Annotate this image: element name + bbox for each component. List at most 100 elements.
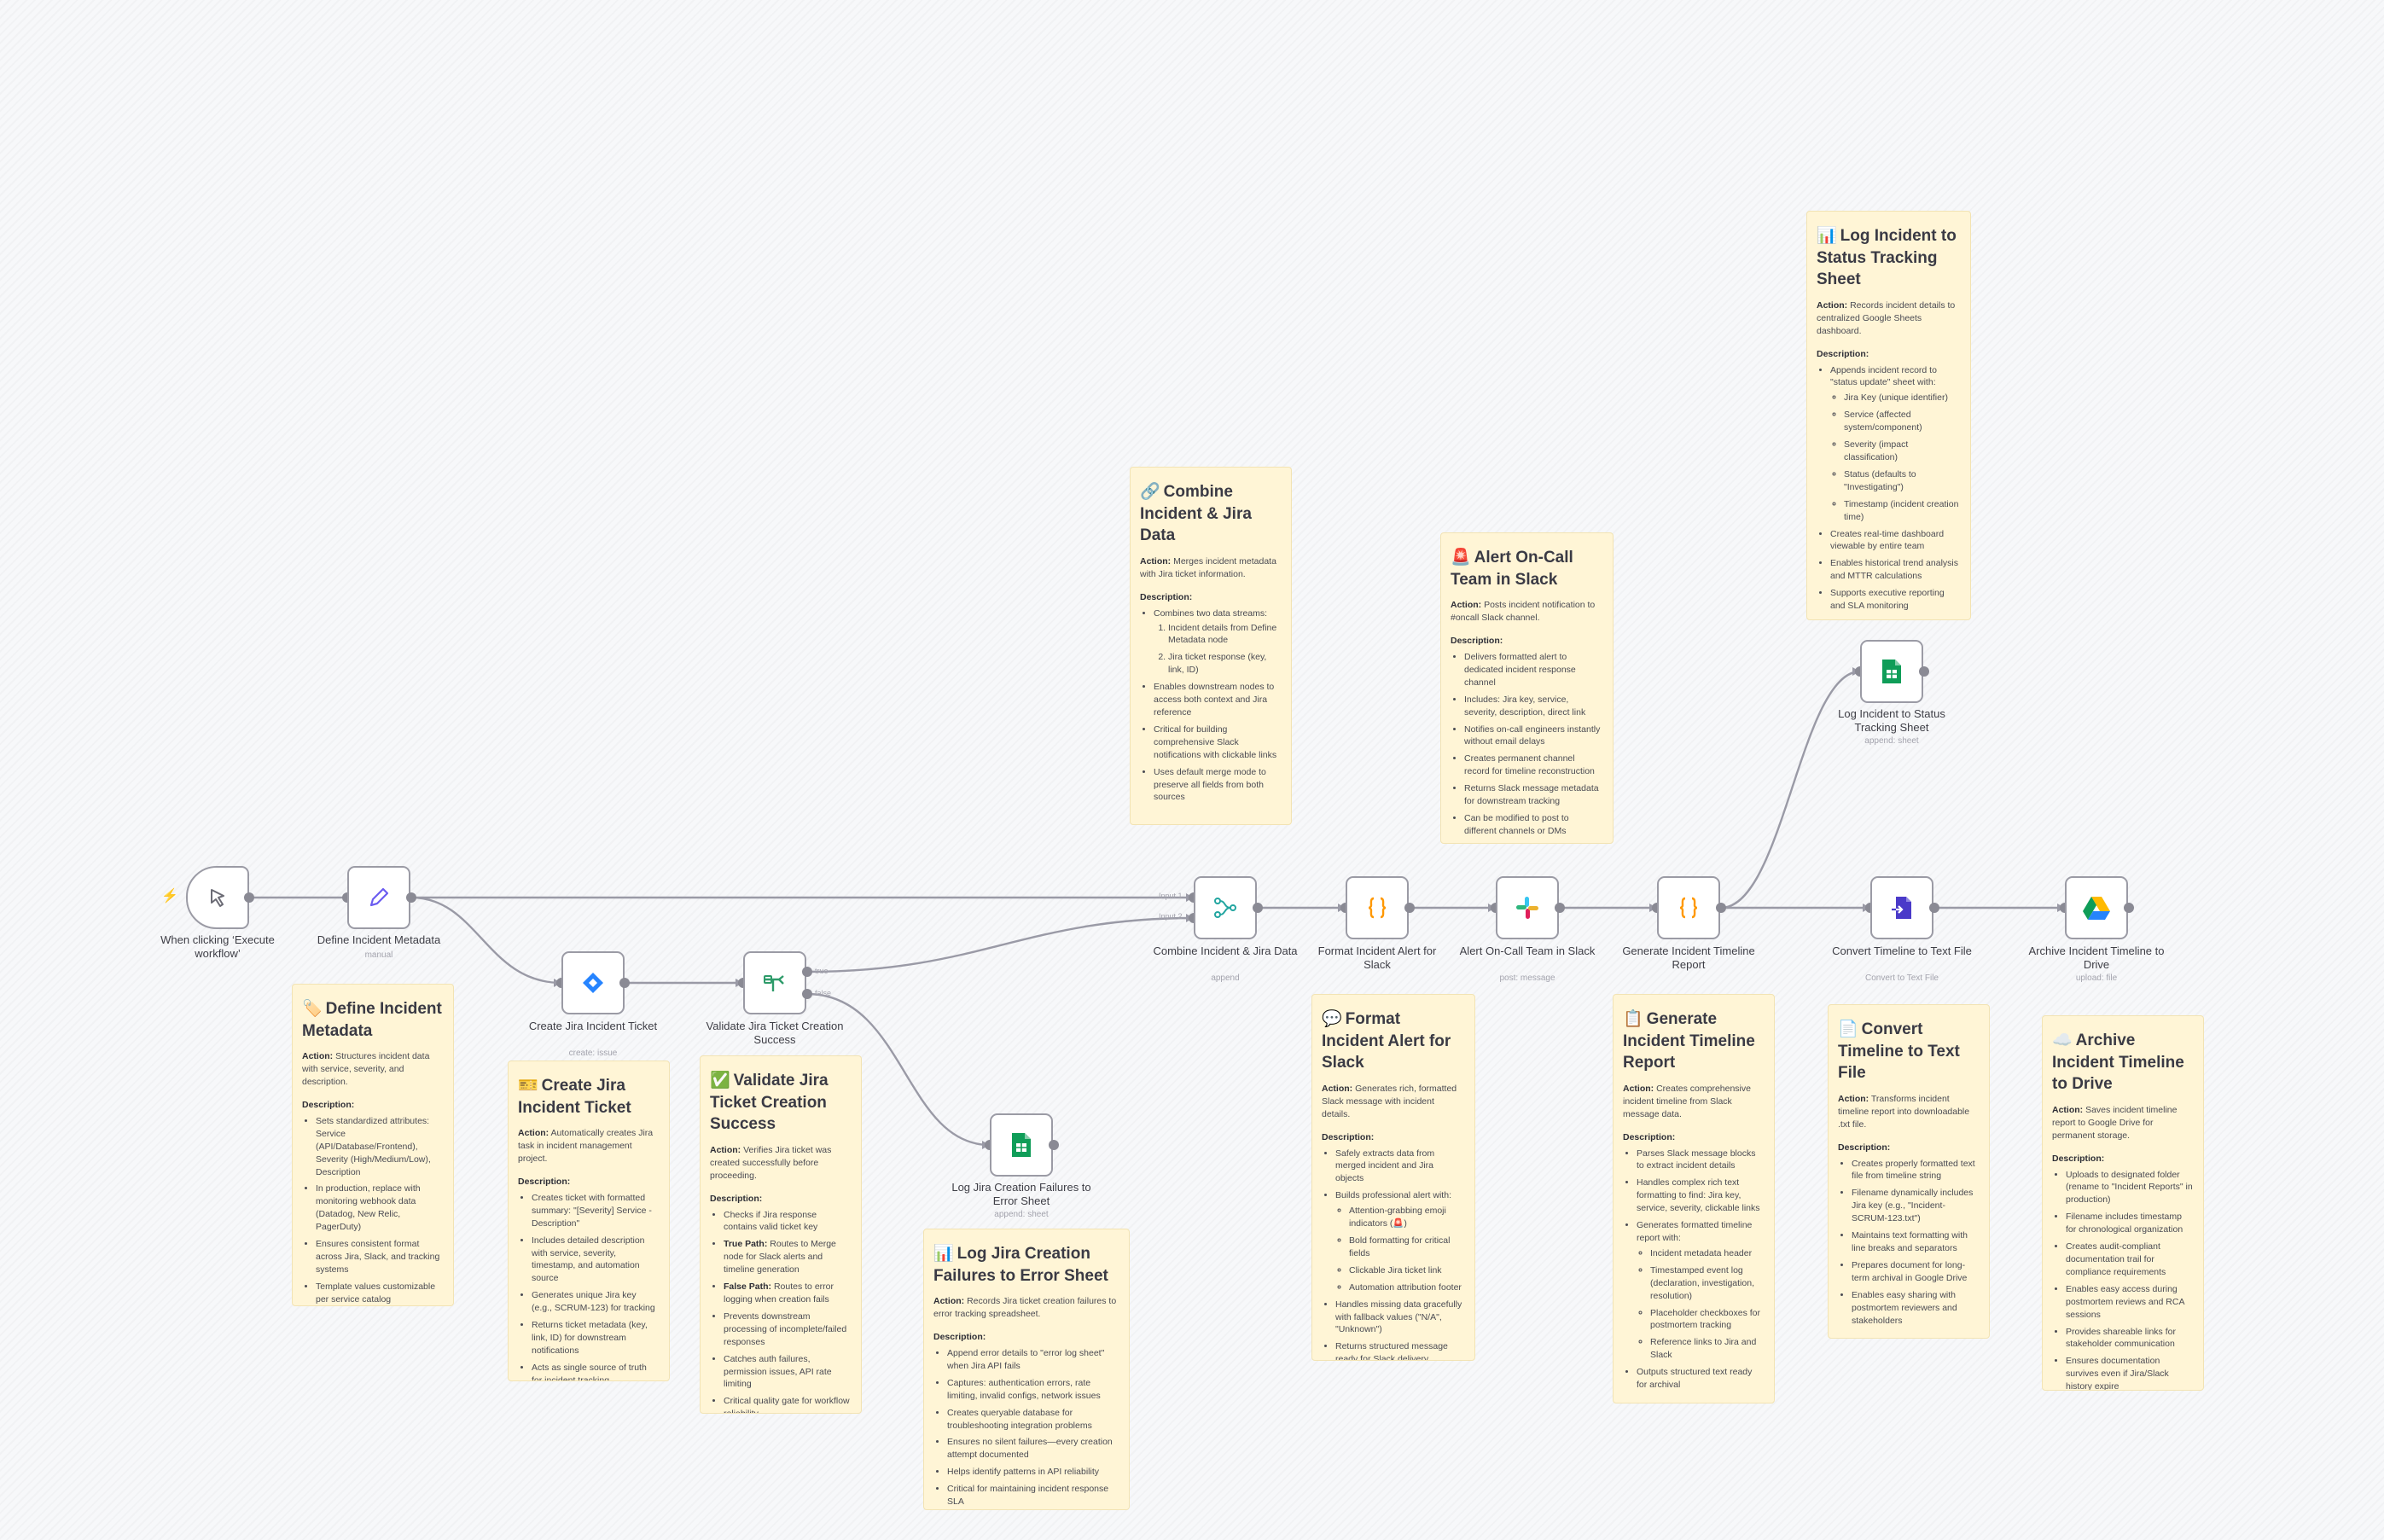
node-combine-data[interactable] [1194,876,1257,939]
output-handle[interactable] [1253,903,1263,913]
note-list: Creates properly formatted text file fro… [1838,1158,1979,1328]
output-handle[interactable] [1919,666,1929,677]
output-handle-false[interactable] [802,989,812,999]
list-item: Combines two data streams: Incident deta… [1154,607,1281,677]
node-manual-trigger[interactable] [186,866,249,929]
node-define-metadata[interactable] [347,866,410,929]
output-handle[interactable] [244,892,254,903]
list-item: Catches auth failures, permission issues… [724,1353,851,1392]
sticky-note-combine[interactable]: 🔗Combine Incident & Jira Data Action: Me… [1130,467,1292,825]
google-drive-icon [2083,897,2110,920]
list-item: Automation attribution footer [1349,1281,1464,1294]
list-item: Generates formatted timeline report with… [1637,1219,1764,1362]
note-list: Combines two data streams: Incident deta… [1140,607,1281,805]
output-handle[interactable] [1404,903,1415,913]
node-archive-drive[interactable] [2065,876,2128,939]
list-item: Reference links to Jira and Slack [1650,1336,1764,1362]
note-list: Safely extracts data from merged inciden… [1322,1148,1464,1360]
sticky-note-log-error[interactable]: 📊Log Jira Creation Failures to Error She… [923,1229,1130,1510]
list-item: Filename dynamically includes Jira key (… [1852,1187,1979,1225]
node-label: Combine Incident & Jira Data [1153,944,1298,957]
list-item: Delivers formatted alert to dedicated in… [1464,651,1602,689]
list-item: Creates properly formatted text file fro… [1852,1158,1979,1183]
list-item: Creates real-time dashboard viewable by … [1830,528,1960,554]
sticky-note-archive[interactable]: ☁️Archive Incident Timeline to Drive Act… [2042,1015,2204,1391]
sticky-note-log-status[interactable]: 📊Log Incident to Status Tracking Sheet A… [1806,211,1971,620]
list-item: True Path: Routes to Merge node for Slac… [724,1238,851,1276]
note-action: Action: Posts incident notification to #… [1451,600,1596,624]
note-title: 📄Convert Timeline to Text File [1838,1020,1960,1083]
sticky-note-convert[interactable]: 📄Convert Timeline to Text File Action: T… [1828,1004,1990,1339]
list-item: Notifies on-call engineers instantly wit… [1464,724,1602,749]
list-item: Includes detailed description with servi… [532,1235,659,1286]
list-item: Checks if Jira response contains valid t… [724,1209,851,1235]
output-handle[interactable] [1049,1140,1059,1150]
note-description-label: Description: [1817,348,1869,359]
output-handle[interactable] [619,978,630,988]
node-slack-alert[interactable] [1496,876,1559,939]
node-log-status-sheet[interactable] [1860,640,1923,703]
google-sheets-icon [1882,660,1901,683]
list-item: Returns Slack message metadata for downs… [1464,782,1602,808]
list-item: Critical for maintaining incident respon… [947,1483,1119,1508]
node-log-error-sheet[interactable] [990,1113,1053,1177]
output-handle[interactable] [1929,903,1939,913]
note-description-label: Description: [1322,1131,1375,1142]
note-description-label: Description: [1451,636,1503,647]
note-ordered-list: Incident details from Define Metadata no… [1154,622,1281,677]
sticky-note-timeline[interactable]: 📋Generate Incident Timeline Report Actio… [1613,994,1775,1403]
connection-validate-true-combine[interactable] [806,916,1195,973]
sticky-note-slack-alert[interactable]: 🚨Alert On-Call Team in Slack Action: Pos… [1440,532,1614,844]
list-item: Critical for building comprehensive Slac… [1154,724,1281,762]
sticky-note-define-metadata[interactable]: 🏷️Define Incident Metadata Action: Struc… [292,984,454,1306]
sticky-note-format-slack[interactable]: 💬Format Incident Alert for Slack Action:… [1311,994,1475,1361]
list-item: Includes: Jira key, service, severity, d… [1464,694,1602,719]
note-action: Action: Records incident details to cent… [1817,299,1956,336]
output-handle[interactable] [2124,903,2134,913]
output-handle-true[interactable] [802,967,812,977]
list-item: Uploads to designated folder (rename to … [2066,1169,2193,1207]
note-list: Appends incident record to "status updat… [1817,364,1960,613]
list-item: Placeholder checkboxes for postmortem tr… [1650,1307,1764,1333]
list-item: Enables easy access during postmortem re… [2066,1283,2193,1322]
output-handle[interactable] [1716,903,1726,913]
note-action: Action: Creates comprehensive incident t… [1623,1083,1751,1119]
node-validate-jira-success[interactable] [743,951,806,1014]
node-sublabel: post: message [1499,973,1555,983]
note-title: 🏷️Define Incident Metadata [302,1000,442,1040]
list-item: False Path: Routes to error logging when… [724,1281,851,1306]
node-generate-timeline[interactable] [1657,876,1720,939]
sticky-note-create-jira[interactable]: 🎫Create Jira Incident Ticket Action: Aut… [508,1061,670,1381]
node-convert-to-file[interactable] [1870,876,1933,939]
branch-true-label: true [815,967,829,975]
output-handle[interactable] [406,892,416,903]
list-item: Enables easy sharing with postmortem rev… [1852,1289,1979,1328]
list-item: Safely extracts data from merged inciden… [1335,1148,1464,1186]
note-description-label: Description: [1838,1142,1891,1153]
node-sublabel: create: issue [568,1049,618,1058]
node-sublabel: append: sheet [1864,736,1919,746]
note-list: Delivers formatted alert to dedicated in… [1451,651,1602,838]
list-item: Builds professional alert with: Attentio… [1335,1189,1464,1293]
sticky-note-validate-jira[interactable]: ✅Validate Jira Ticket Creation Success A… [700,1055,862,1414]
output-handle[interactable] [1555,903,1565,913]
chart-icon: 📊 [1817,227,1837,245]
label-icon: 🏷️ [302,1000,323,1018]
note-description-label: Description: [710,1193,763,1204]
node-sublabel: append [1211,973,1240,983]
list-item: Uses default merge mode to preserve all … [1154,766,1281,805]
code-braces-icon [1368,897,1387,919]
if-branch-icon [764,975,784,991]
list-item: Enables historical trend analysis and MT… [1830,557,1960,583]
list-item: Helps identify patterns in API reliabili… [947,1466,1119,1479]
list-item: Ensures no silent failures—every creatio… [947,1436,1119,1462]
list-item: Maintains text formatting with line brea… [1852,1229,1979,1255]
note-title: ✅Validate Jira Ticket Creation Success [710,1072,829,1134]
node-format-slack-alert[interactable] [1346,876,1409,939]
node-label: Log Jira Creation Failures to Error Shee… [951,1181,1091,1208]
node-sublabel: Convert to Text File [1865,973,1939,983]
list-item: Returns structured message ready for Sla… [1335,1340,1464,1360]
note-description-label: Description: [1623,1131,1676,1142]
node-create-jira-ticket[interactable] [561,951,625,1014]
